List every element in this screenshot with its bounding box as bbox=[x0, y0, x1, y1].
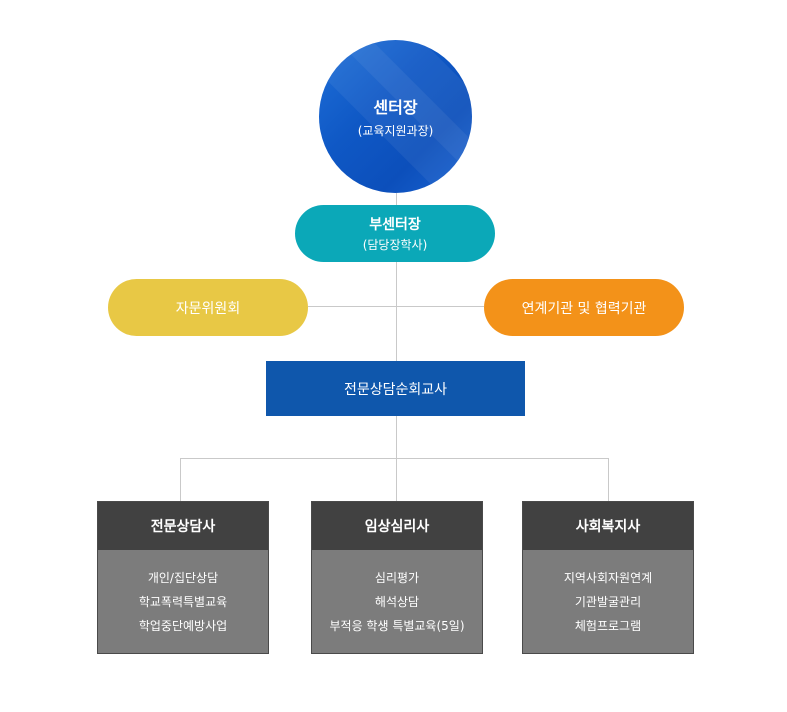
vice-director-subtitle: (담당장학사) bbox=[362, 238, 428, 252]
center-director-node: 센터장 (교육지원과장) bbox=[319, 40, 472, 193]
team-title: 임상심리사 bbox=[312, 502, 482, 550]
vice-director-title: 부센터장 bbox=[369, 217, 421, 233]
team-professional-counselor: 전문상담사 개인/집단상담 학교폭력특별교육 학업중단예방사업 bbox=[97, 501, 269, 654]
team-duty-item: 심리평가 bbox=[374, 570, 420, 585]
team-duty-item: 체험프로그램 bbox=[574, 618, 642, 633]
center-director-title: 센터장 bbox=[373, 98, 418, 117]
vice-director-node: 부센터장 (담당장학사) bbox=[295, 205, 495, 262]
team-duty-item: 해석상담 bbox=[374, 594, 420, 609]
team-duty-item: 학교폭력특별교육 bbox=[138, 594, 228, 609]
center-director-subtitle: (교육지원과장) bbox=[357, 124, 434, 138]
team-duties: 개인/집단상담 학교폭력특별교육 학업중단예방사업 bbox=[98, 550, 268, 653]
counselor-teacher-label: 전문상담순회교사 bbox=[343, 381, 448, 398]
team-title: 사회복지사 bbox=[523, 502, 693, 550]
team-duty-item: 학업중단예방사업 bbox=[138, 618, 228, 633]
team-duty-item: 기관발굴관리 bbox=[574, 594, 642, 609]
team-duty-item: 지역사회자원연계 bbox=[563, 570, 653, 585]
partner-institutions-label: 연계기관 및 협력기관 bbox=[521, 300, 647, 317]
advisory-committee-label: 자문위원회 bbox=[175, 300, 241, 317]
team-duties: 지역사회자원연계 기관발굴관리 체험프로그램 bbox=[523, 550, 693, 653]
counselor-teacher-node: 전문상담순회교사 bbox=[266, 361, 525, 416]
partner-institutions-node: 연계기관 및 협력기관 bbox=[484, 279, 684, 336]
team-duty-item: 개인/집단상담 bbox=[147, 570, 219, 585]
team-clinical-psychologist: 임상심리사 심리평가 해석상담 부적응 학생 특별교육(5일) bbox=[311, 501, 483, 654]
team-duties: 심리평가 해석상담 부적응 학생 특별교육(5일) bbox=[312, 550, 482, 653]
advisory-committee-node: 자문위원회 bbox=[108, 279, 308, 336]
team-title: 전문상담사 bbox=[98, 502, 268, 550]
team-duty-item: 부적응 학생 특별교육(5일) bbox=[329, 618, 465, 633]
team-social-worker: 사회복지사 지역사회자원연계 기관발굴관리 체험프로그램 bbox=[522, 501, 694, 654]
